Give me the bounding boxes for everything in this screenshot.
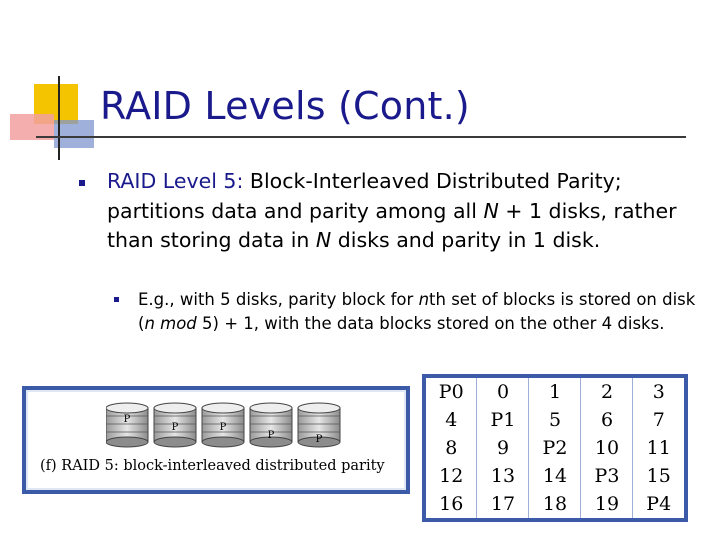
figure-caption: (f) RAID 5: block-interleaved distribute… [40,458,385,474]
bullet-heading: RAID Level 5: [107,169,244,193]
disk-0-icon: P [106,402,149,448]
table-cell: 16 [439,493,464,515]
bullet-text: Block-Interleaved Distributed Parity; pa… [107,169,622,223]
table-cell: 19 [580,490,633,518]
disk-4-label: P [316,434,323,445]
table-cell: 15 [632,462,684,490]
disk-2-label: P [220,422,227,433]
disk-array: P P P [106,402,341,448]
disk-0-label: P [124,414,131,425]
title-divider [36,136,686,138]
page-title: RAID Levels (Cont.) [100,84,470,128]
sub-bullet-marker [114,297,119,302]
decor-blue-square [54,120,94,148]
table-cell: 18 [528,490,581,518]
raid5-figure-panel: P P P [26,390,406,490]
table-cell: 0 [476,378,529,406]
table-cell: 5 [528,406,581,434]
table-cell: 13 [476,462,529,490]
bullet-marker [79,180,85,186]
table-cell: 1 [528,378,581,406]
sub-bullet-expr: n mod [144,314,197,333]
disk-4-icon: P [297,402,341,448]
table-cell: 6 [580,406,633,434]
table-cell: 11 [632,434,684,462]
table-cell: 12 [439,465,464,487]
bullet-text: + 1 disks, rather than storing data in [107,198,677,253]
table-cell: 9 [476,434,529,462]
table-cell: 2 [580,378,633,406]
table-cell: 4 [445,409,458,431]
bullet-raid5: RAID Level 5: Block-Interleaved Distribu… [107,167,677,256]
table-cell: P2 [528,434,581,462]
table-cell: 8 [445,437,458,459]
sub-bullet-text: 5) + 1, with the data blocks stored on t… [196,314,665,333]
table-cell: P4 [632,490,684,518]
table-cell: P1 [476,406,529,434]
disk-3-icon: P [249,402,293,448]
table-cell: 10 [580,434,633,462]
table-cell: 17 [476,490,529,518]
table-cell: 7 [632,406,684,434]
table-cell: P3 [580,462,633,490]
table-cell: P0 [438,381,464,403]
sub-bullet-example: E.g., with 5 disks, parity block for nth… [138,288,698,336]
decor-vertical-line [58,76,60,160]
disk-3-label: P [268,430,275,441]
bullet-text: disks and parity in 1 disk. [331,228,601,252]
disk-2-icon: P [201,402,245,448]
bullet-n: N [315,228,332,252]
table-cell: 14 [528,462,581,490]
disk-1-icon: P [153,402,197,448]
table-cell: 3 [632,378,684,406]
raid5-figure: P P P [22,386,410,494]
bullet-n: N [483,198,499,223]
decor-red-square [10,114,54,140]
sub-bullet-n: n [418,290,430,309]
sub-bullet-text: E.g., with 5 disks, parity block for [138,290,419,309]
disk-1-label: P [172,422,179,433]
sub-bullet-text: th set of blocks is stored on disk ( [138,290,696,333]
